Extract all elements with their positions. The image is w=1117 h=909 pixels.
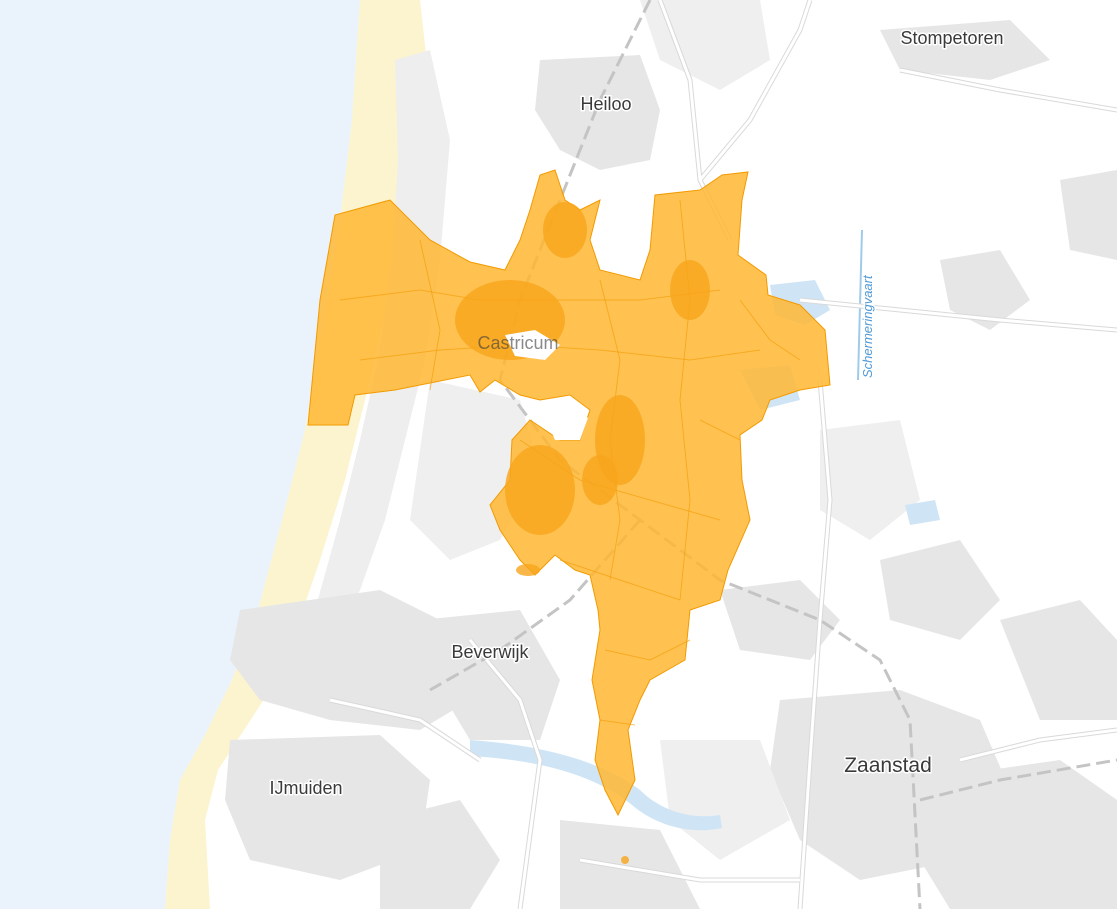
label-stompetoren: Stompetoren <box>900 28 1003 48</box>
north-sea-water <box>0 0 360 909</box>
settlement-clusters <box>455 202 710 864</box>
label-schermeringvaart: Schermeringvaart <box>860 274 875 378</box>
label-beverwijk: Beverwijk <box>451 642 529 662</box>
lake-hole-south <box>540 400 588 440</box>
label-ijmuiden: IJmuiden <box>269 778 342 798</box>
lake-hole-castricum <box>505 330 560 360</box>
label-zaanstad: Zaanstad <box>844 754 932 777</box>
label-castricum: Castricum <box>477 333 558 353</box>
label-heiloo: Heiloo <box>580 94 631 114</box>
highlighted-municipality[interactable] <box>307 169 831 864</box>
urban-areas <box>225 20 1117 909</box>
